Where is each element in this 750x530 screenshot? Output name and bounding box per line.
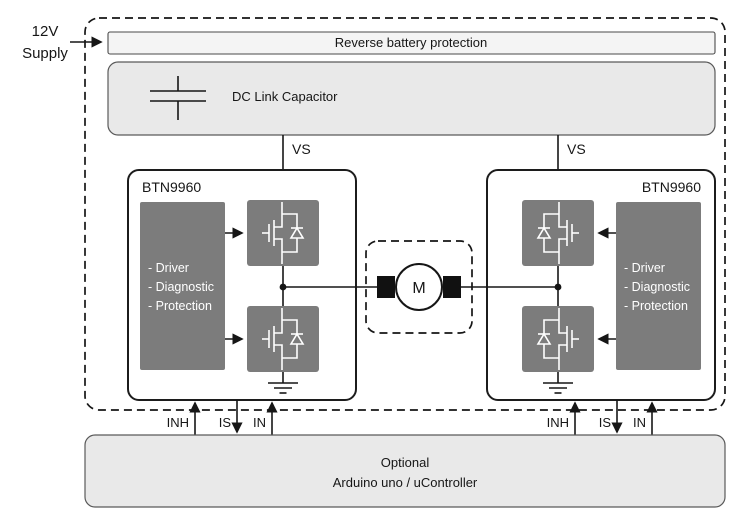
driver-box-left <box>140 202 225 370</box>
driver-feature-right-1: - Driver <box>624 261 665 275</box>
power-stage-dashed-boundary <box>84 17 726 411</box>
highside-mosfet-box-right <box>522 200 594 266</box>
reverse-battery-box <box>107 31 716 55</box>
reverse-battery-protection: Reverse battery protection <box>107 31 716 55</box>
vs-label-left: VS <box>292 141 311 157</box>
control-signals-right: INH IS IN <box>547 400 658 435</box>
driver-box-right <box>616 202 701 370</box>
controller-label-line2: Arduino uno / uController <box>333 475 478 490</box>
supply-label-line1: 12V <box>32 23 59 40</box>
signal-label-in-left: IN <box>253 415 266 430</box>
signal-label-is-left: IS <box>219 415 232 430</box>
control-signals-left: INH IS IN <box>167 400 278 435</box>
signal-label-is-right: IS <box>599 415 612 430</box>
driver-feature-right-2: - Diagnostic <box>624 280 690 294</box>
btn9960-left-block: BTN9960 - Driver - Diagnostic - Protecti… <box>127 169 357 401</box>
controller-label-line1: Optional <box>381 455 430 470</box>
reverse-battery-label: Reverse battery protection <box>335 35 487 50</box>
motor-terminal-right <box>443 276 461 298</box>
dc-link-capacitor: DC Link Capacitor <box>107 61 716 136</box>
highside-mosfet-box-left <box>247 200 319 266</box>
btn9960-left-title: BTN9960 <box>142 179 201 195</box>
vs-label-right: VS <box>567 141 586 157</box>
dc-link-label: DC Link Capacitor <box>232 89 338 104</box>
driver-feature-right-3: - Protection <box>624 299 688 313</box>
signal-label-in-right: IN <box>633 415 646 430</box>
supply-label-line2: Supply <box>22 45 68 62</box>
lowside-mosfet-box-left <box>247 306 319 372</box>
controller-box <box>84 434 726 508</box>
driver-feature-left-1: - Driver <box>148 261 189 275</box>
signal-label-inh-right: INH <box>547 415 569 430</box>
lowside-mosfet-box-right <box>522 306 594 372</box>
motor-terminal-left <box>377 276 395 298</box>
dc-link-box <box>107 61 716 136</box>
signal-label-inh-left: INH <box>167 415 189 430</box>
supply-source: 12V Supply <box>22 23 103 62</box>
motor-block: M <box>283 240 558 334</box>
motor-circle <box>395 263 443 311</box>
driver-feature-left-2: - Diagnostic <box>148 280 214 294</box>
capacitor-icon <box>150 76 206 120</box>
btn9960-right-block: BTN9960 - Driver - Diagnostic - Protecti… <box>486 169 716 401</box>
btn9960-right-title: BTN9960 <box>642 179 701 195</box>
motor-dashed-boundary <box>365 240 473 334</box>
driver-feature-left-3: - Protection <box>148 299 212 313</box>
controller-block: Optional Arduino uno / uController <box>84 434 726 508</box>
motor-label: M <box>412 280 425 297</box>
